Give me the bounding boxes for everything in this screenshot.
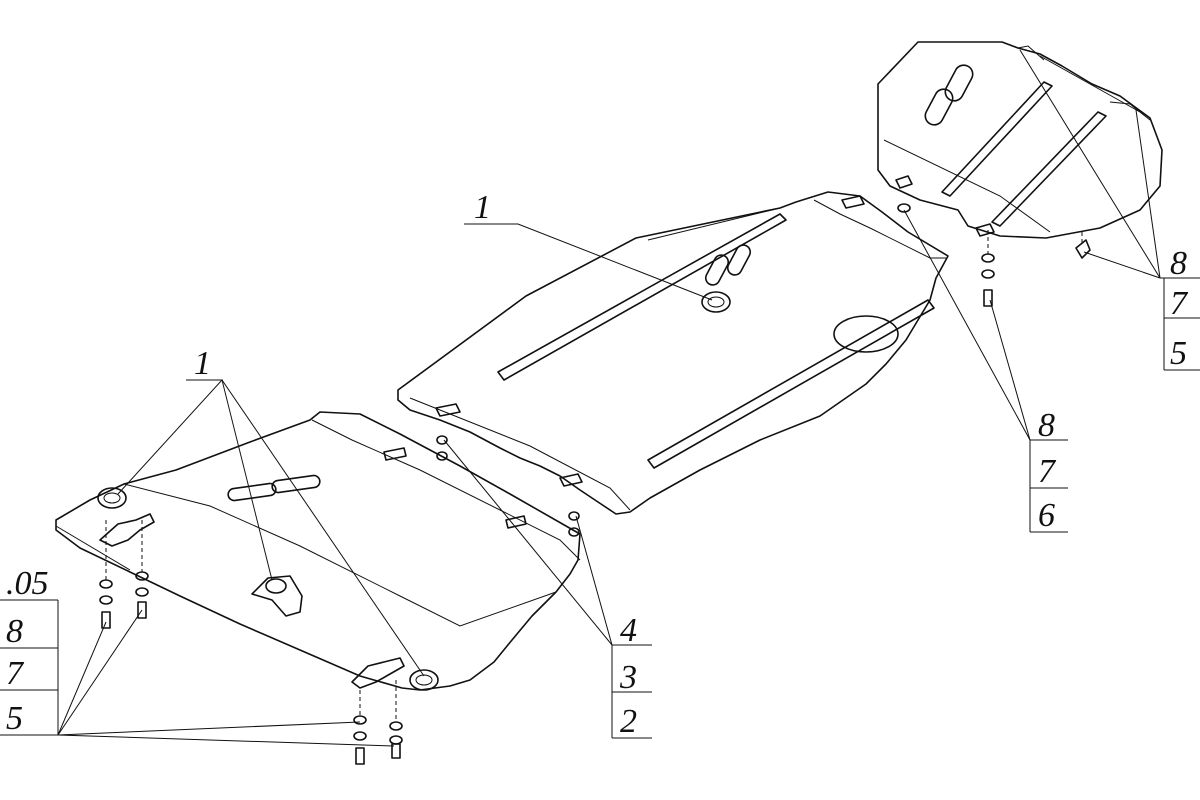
leader-lines bbox=[57, 49, 1161, 747]
label-center-2: 2 bbox=[620, 703, 637, 740]
fastener-set bbox=[99, 203, 1091, 765]
label-left-2: 7 bbox=[6, 655, 25, 692]
middle-skid-plate bbox=[397, 191, 949, 515]
front-skid-plate bbox=[55, 411, 581, 691]
label-part-1-center: 1 bbox=[474, 189, 491, 226]
label-center-0: 4 bbox=[620, 612, 637, 649]
part-labels: 1 1 8 7 5 8 7 6 4 3 2 .05 8 7 5 bbox=[6, 189, 1189, 740]
label-right-mid-2: 6 bbox=[1038, 497, 1055, 534]
label-left-3: 5 bbox=[6, 700, 23, 737]
label-center-1: 3 bbox=[619, 659, 637, 696]
label-right-top-2: 5 bbox=[1170, 335, 1187, 372]
label-part-1-left: 1 bbox=[194, 345, 211, 382]
label-right-top-1: 7 bbox=[1170, 285, 1189, 322]
label-right-mid-1: 7 bbox=[1038, 453, 1057, 490]
label-frames bbox=[0, 277, 1200, 739]
label-left-0: .05 bbox=[6, 565, 49, 602]
rear-skid-plate bbox=[877, 41, 1163, 239]
label-left-1: 8 bbox=[6, 613, 23, 650]
label-right-mid-0: 8 bbox=[1038, 407, 1055, 444]
label-right-top-0: 8 bbox=[1170, 245, 1187, 282]
